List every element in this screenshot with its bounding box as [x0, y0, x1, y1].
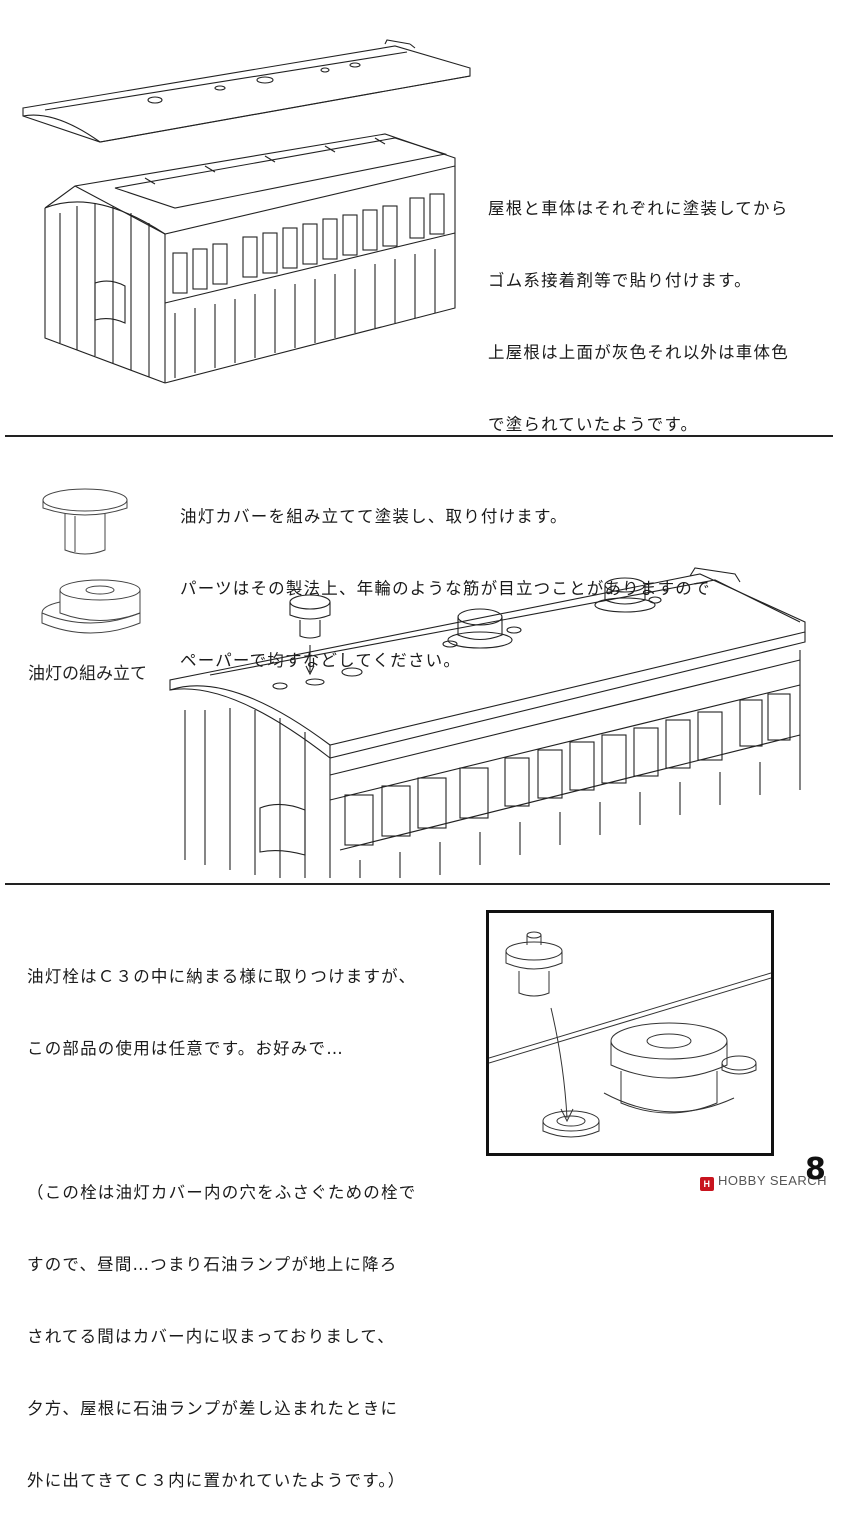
instruction-line: すので、昼間…つまり石油ランプが地上に降ろ: [27, 1255, 398, 1274]
oil-lamp-assembly-drawing: [41, 488, 141, 634]
lamp-plug-instructions: 油灯栓はＣ３の中に納まる様に取りつけますが、 この部品の使用は任意です。お好みで…: [27, 917, 416, 1517]
roof-painting-instructions: 屋根と車体はそれぞれに塗装してから ゴム系接着剤等で貼り付けます。 上屋根は上面…: [488, 149, 789, 461]
instruction-line: 油灯栓はＣ３の中に納まる様に取りつけますが、: [27, 967, 417, 986]
instruction-line: パーツはその製法上、年輪のような筋が目立つことがありますので: [180, 579, 711, 598]
instruction-line: されてる間はカバー内に収まっておりまして、: [27, 1327, 395, 1346]
instruction-line: 上屋根は上面が灰色それ以外は車体色: [488, 343, 789, 362]
hobby-search-logo-icon: H: [700, 1177, 714, 1191]
hobby-search-watermark: H HOBBY SEARCH: [700, 1173, 827, 1191]
instruction-line: （この栓は油灯カバー内の穴をふさぐための栓で: [27, 1183, 417, 1202]
watermark-text: HOBBY SEARCH: [718, 1173, 828, 1188]
instruction-line: で塗られていたようです。: [488, 415, 699, 434]
page-number: 8: [805, 1152, 826, 1187]
instruction-line: [27, 1109, 416, 1133]
instruction-line: 夕方、屋根に石油ランプが差し込まれたときに: [27, 1399, 399, 1418]
section-divider: [5, 435, 833, 437]
instruction-line: ゴム系接着剤等で貼り付けます。: [488, 271, 752, 290]
car-with-lamp-covers-drawing: [169, 567, 806, 878]
section-divider: [5, 883, 830, 885]
lamp-plug-detail-drawing: [488, 931, 772, 1138]
roof-and-body-exploded-drawing: [22, 39, 471, 384]
instruction-line: 外に出てきてＣ３内に置かれていたようです。）: [27, 1471, 406, 1490]
instruction-line: この部品の使用は任意です。お好みで…: [27, 1039, 344, 1058]
instruction-line: 油灯カバーを組み立てて塗装し、取り付けます。: [180, 507, 568, 526]
instruction-line: ペーパーで均すなどしてください。: [180, 651, 462, 670]
instruction-line: 屋根と車体はそれぞれに塗装してから: [488, 199, 789, 218]
lamp-assembly-caption: 油灯の組み立て: [28, 664, 147, 684]
lamp-plug-detail-box: [486, 910, 774, 1156]
lamp-cover-instructions: 油灯カバーを組み立てて塗装し、取り付けます。 パーツはその製法上、年輪のような筋…: [180, 457, 711, 697]
